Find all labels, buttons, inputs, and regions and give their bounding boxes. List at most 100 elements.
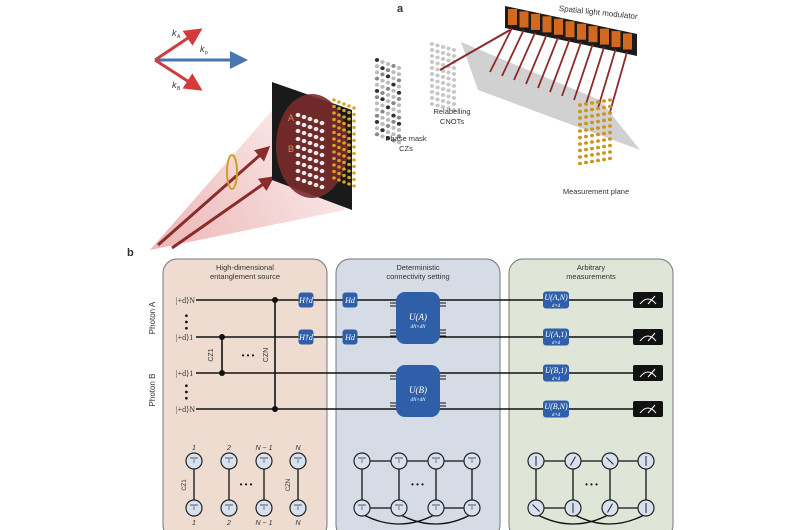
slm-pixel: [565, 21, 575, 38]
mode-dot: [446, 70, 451, 75]
mode-dot: [337, 171, 341, 176]
mode-dot: [440, 45, 446, 49]
mode-dot: [429, 102, 435, 106]
mode-dot: [295, 160, 301, 166]
mode-dot: [319, 128, 325, 134]
node-index-top: N − 1: [256, 445, 273, 452]
measurement-unitary: [543, 400, 569, 418]
mode-dot: [435, 85, 440, 90]
mode-dot: [347, 162, 351, 167]
measurement-arrow-icon: [532, 504, 540, 512]
relabelling-label-2: CNOTs: [440, 117, 464, 126]
mode-dot: [380, 115, 385, 120]
mode-dot: [596, 126, 600, 130]
mode-dot: [332, 137, 336, 141]
beam: [561, 42, 582, 97]
mode-dot: [446, 58, 451, 63]
slm-pixel: [542, 16, 552, 33]
mode-dot: [307, 180, 313, 186]
k-b-arrow: [154, 58, 203, 91]
mode-dot: [337, 178, 341, 182]
meter-needle-icon: [647, 368, 656, 378]
mode-dot: [319, 136, 325, 142]
beam: [585, 46, 605, 105]
hadamard-dagger-gate-label: H†d: [298, 296, 314, 305]
mode-dot: [578, 116, 582, 120]
mode-dot: [347, 117, 351, 121]
mode-dot: [307, 124, 313, 130]
mode-dot: [578, 135, 582, 140]
mode-dot: [391, 126, 396, 130]
mode-dot: [385, 124, 391, 128]
mode-dot: [337, 145, 341, 150]
mode-dot: [385, 80, 391, 85]
mode-dot: [440, 57, 446, 61]
measurement-arrow-icon: [570, 456, 576, 466]
input-state-ket: |+d⟩1: [176, 369, 193, 378]
mode-dot: [578, 148, 582, 153]
mode-dot: [313, 182, 319, 188]
mode-dot: [451, 78, 457, 82]
meter-needle-icon: [647, 404, 656, 414]
section-measurements: Arbitrary measurements: [508, 258, 674, 530]
mode-dot: [374, 76, 380, 81]
phase-mask-label-1: Phase mask: [385, 134, 427, 143]
k-b-sub: B: [177, 86, 181, 92]
mode-dot: [391, 70, 396, 75]
mode-dot: [602, 151, 606, 155]
edge: [361, 513, 437, 525]
mode-dot: [352, 184, 356, 188]
mode-dot: [337, 158, 341, 163]
mode-dot: [380, 128, 385, 133]
mode-dot: [307, 156, 313, 162]
mode-dot: [295, 176, 301, 182]
ellipsis: • • •: [411, 480, 424, 489]
mode-dot: [596, 152, 600, 156]
mode-dot: [596, 158, 600, 163]
ellipsis: • • •: [240, 480, 253, 489]
node-index-top: N: [295, 445, 301, 452]
mode-dot: [342, 134, 346, 139]
mode-dot: [440, 75, 446, 79]
mode-dot: [602, 99, 606, 103]
mode-dot: [451, 66, 457, 70]
mode-dot: [584, 128, 588, 132]
phase-mask-label-2: CZs: [399, 144, 413, 153]
mode-dot: [313, 142, 319, 148]
mode-dot: [380, 109, 385, 114]
node-index-bottom: 1: [192, 520, 196, 527]
mode-dot: [319, 120, 325, 126]
mode-dot: [301, 122, 307, 128]
ellipsis: • • •: [242, 351, 255, 360]
unitary-sub: dN×dN: [410, 398, 426, 403]
unitary-label: U(A): [409, 312, 427, 322]
mode-dot: [602, 105, 606, 110]
mode-dot: [374, 89, 380, 93]
mode-dot: [451, 108, 457, 112]
mode-dot: [380, 134, 385, 139]
mode-dot: [590, 133, 594, 138]
mode-dot: [319, 168, 325, 174]
mode-dot: [429, 42, 435, 46]
entanglement-ring: [226, 154, 238, 190]
edge: [398, 513, 473, 525]
measurement-plane-label: Measurement plane: [563, 187, 629, 196]
mode-dot: [608, 156, 612, 161]
mode-dot: [451, 96, 457, 100]
mode-dot: [319, 176, 325, 182]
measurement-unitary-sub: d×d: [552, 304, 561, 309]
mode-dot: [332, 124, 336, 128]
hadamard-gate: [342, 292, 358, 308]
mode-dot: [446, 88, 451, 93]
mode-dot: [295, 112, 301, 118]
meter-icon: [639, 371, 657, 378]
mode-dot: [332, 130, 336, 135]
mode-dot: [342, 167, 346, 171]
mode-dot: [380, 122, 385, 126]
mode-dot: [295, 168, 301, 174]
mode-dot: [374, 113, 380, 118]
k-p-label: k: [200, 44, 205, 54]
k-a-label: k: [172, 28, 177, 38]
mode-dot: [590, 140, 594, 144]
measurement-arrow-icon: [606, 457, 614, 465]
